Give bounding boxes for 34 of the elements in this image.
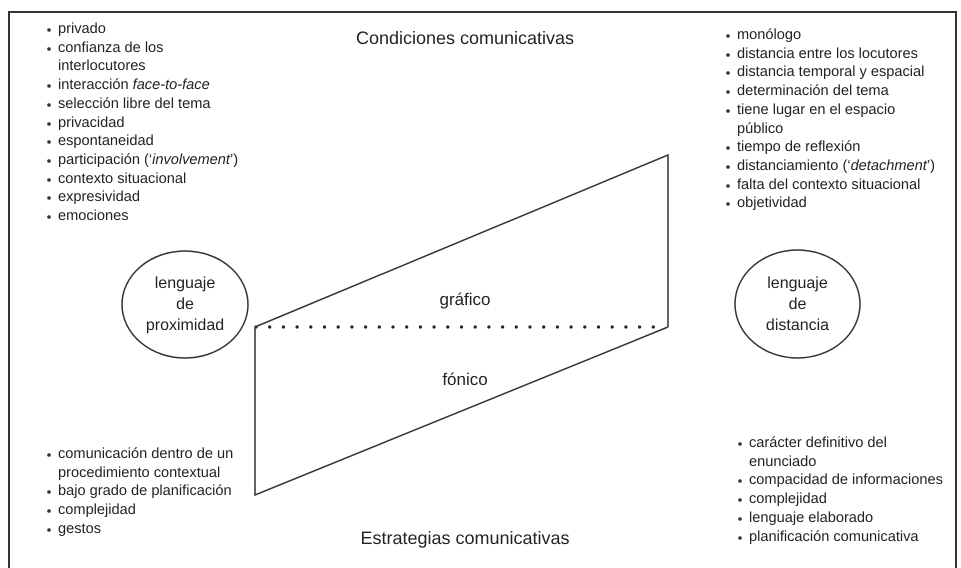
list-item-text: planificación comunicativa [749, 528, 919, 545]
list-item-text: espontaneidad [58, 133, 154, 150]
list-item-text: complejidad [58, 502, 136, 518]
list-item-text: determinación del tema [737, 83, 889, 100]
list-item-text: participación (‘involvement’) [58, 152, 238, 168]
list-item-text: expresividad [58, 189, 140, 206]
ellipse-node [734, 249, 861, 359]
list-item-text: compacidad de informaciones [749, 472, 943, 488]
list-item-text: contexto situacional [58, 170, 186, 187]
list-item-text: emociones [58, 208, 129, 224]
list-item-text: interacción face-to-face [58, 77, 210, 94]
triangle-region [255, 327, 668, 495]
list-item-text: selección libre del tema [58, 96, 211, 112]
list-item-text: privacidad [58, 114, 125, 131]
node-text: lenguaje de proximidad [144, 274, 226, 336]
ellipse-node [121, 250, 249, 359]
list-item-text: falta del contexto situacional [737, 176, 920, 193]
list-item-text: lenguaje elaborado [749, 510, 874, 526]
list-item-text: monólogo [737, 27, 802, 43]
node-text: lenguaje de distancia [764, 274, 830, 336]
list-item-text: distancia temporal y espacial [737, 64, 924, 80]
node-text: fónico [442, 371, 488, 388]
list-item-text: privado [58, 21, 106, 37]
list-item-text: objetividad [737, 195, 807, 212]
section-heading: Condiciones comunicativas [356, 28, 574, 49]
list-item-text: gestos [58, 520, 101, 537]
list-item-text: distancia entre los locutores [737, 46, 918, 62]
list-item-text: distanciamiento (‘detachment’) [737, 158, 935, 174]
triangle-region [255, 155, 668, 327]
list-item-text: tiempo de reflexión [737, 139, 860, 156]
list-item-text: bajo grado de planificación [58, 483, 232, 500]
section-heading: Estrategias comunicativas [360, 528, 570, 549]
list-item-text: complejidad [749, 491, 827, 508]
node-text: gráfico [439, 291, 491, 308]
